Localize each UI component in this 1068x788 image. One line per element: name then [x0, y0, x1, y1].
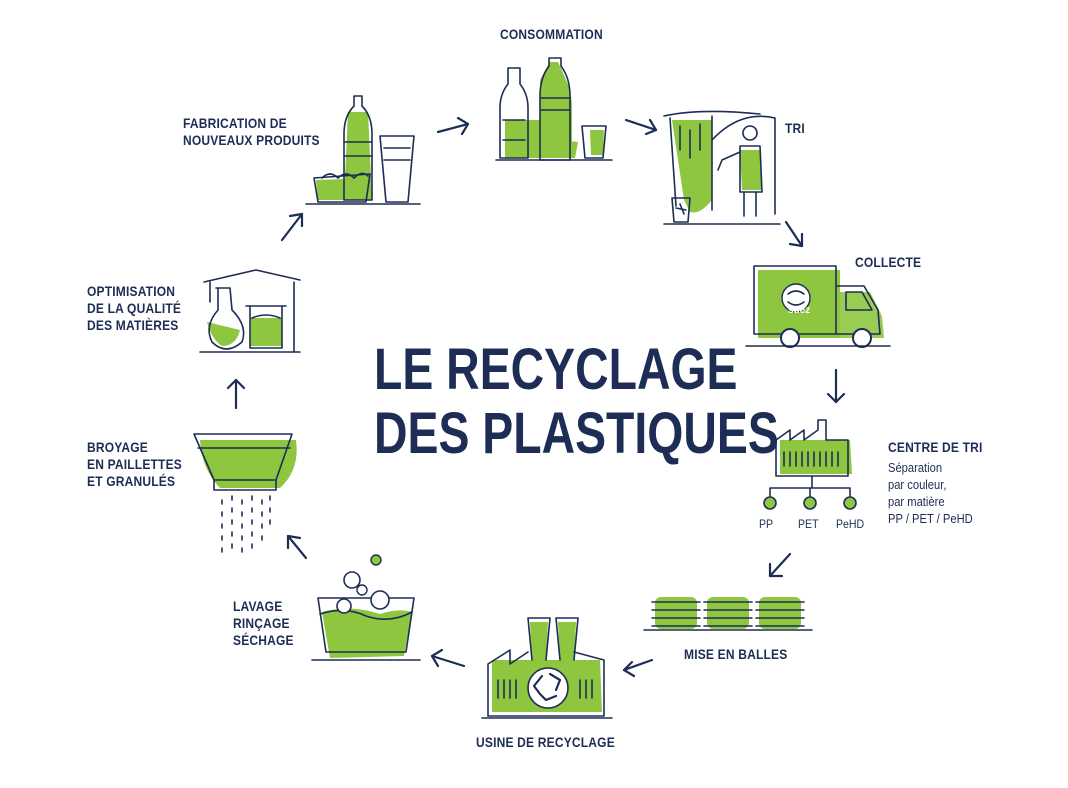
diagram-title: LE RECYCLAGE DES PLASTIQUES: [374, 337, 779, 466]
output-pet: PET: [798, 517, 819, 531]
arrow-centre-to-balles: [768, 552, 792, 578]
truck-brand-text: suez: [788, 305, 810, 316]
label-usine-de-recyclage: USINE DE RECYCLAGE: [476, 734, 615, 750]
label-collecte: COLLECTE: [855, 254, 922, 270]
label-fabrication: FABRICATION DE NOUVEAUX PRODUITS: [183, 115, 320, 148]
title-line-2: DES PLASTIQUES: [374, 401, 779, 466]
lab-flasks-icon: [199, 269, 301, 353]
arrow-tri-to-collecte: [784, 220, 804, 248]
title-line-1: LE RECYCLAGE: [374, 337, 738, 402]
factory-sorting-icon: [763, 419, 857, 510]
bales-icon: [643, 597, 813, 631]
arrow-consommation-to-tri: [624, 118, 658, 136]
arrow-balles-to-usine: [622, 658, 654, 678]
label-mise-en-balles: MISE EN BALLES: [684, 646, 788, 662]
washing-tub-icon: [311, 554, 421, 661]
label-optimisation: OPTIMISATION DE LA QUALITÉ DES MATIÈRES: [87, 283, 182, 333]
bottles-icon: [495, 57, 613, 161]
grinder-icon: [193, 433, 297, 553]
arrow-usine-to-lavage: [430, 648, 466, 668]
recycling-plant-icon: [481, 617, 613, 719]
label-consommation: CONSOMMATION: [500, 26, 603, 42]
label-centre-de-tri: CENTRE DE TRI: [888, 439, 983, 455]
label-tri: TRI: [785, 120, 805, 136]
truck-icon: [745, 265, 891, 348]
label-lavage: LAVAGE RINÇAGE SÉCHAGE: [233, 598, 294, 648]
sorting-worker-icon: [663, 110, 781, 225]
new-products-icon: [305, 95, 421, 205]
arrow-optimisation-to-fabrication: [280, 212, 304, 242]
label-broyage: BROYAGE EN PAILLETTES ET GRANULÉS: [87, 439, 183, 489]
output-pehd: PeHD: [836, 517, 865, 531]
centre-de-tri-description: Séparation par couleur, par matière PP /…: [888, 460, 973, 526]
output-pp: PP: [759, 517, 774, 531]
arrow-fabrication-to-consommation: [436, 116, 470, 136]
arrow-broyage-to-optimisation: [226, 378, 246, 410]
cycle-arrows: [226, 116, 846, 678]
arrow-lavage-to-broyage: [286, 534, 308, 560]
arrow-collecte-to-centre: [826, 368, 846, 404]
